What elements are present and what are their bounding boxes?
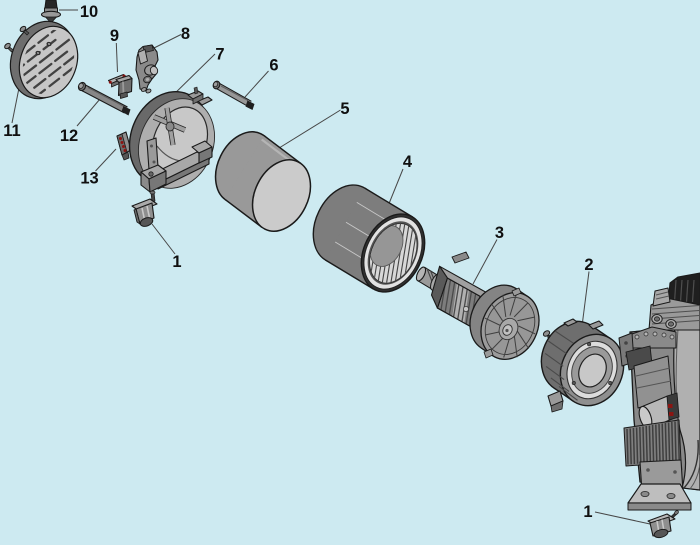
svg-text:9: 9	[110, 27, 119, 45]
svg-text:12: 12	[60, 127, 78, 145]
svg-text:1: 1	[172, 253, 181, 271]
svg-text:1: 1	[583, 503, 592, 521]
svg-text:5: 5	[340, 100, 349, 118]
svg-text:10: 10	[80, 3, 98, 21]
svg-text:2: 2	[584, 256, 593, 274]
svg-text:11: 11	[3, 122, 20, 140]
svg-text:3: 3	[495, 224, 504, 242]
svg-text:6: 6	[269, 57, 278, 75]
svg-text:13: 13	[80, 170, 98, 188]
svg-text:7: 7	[215, 45, 224, 63]
svg-text:4: 4	[403, 153, 413, 171]
svg-text:8: 8	[181, 25, 190, 43]
